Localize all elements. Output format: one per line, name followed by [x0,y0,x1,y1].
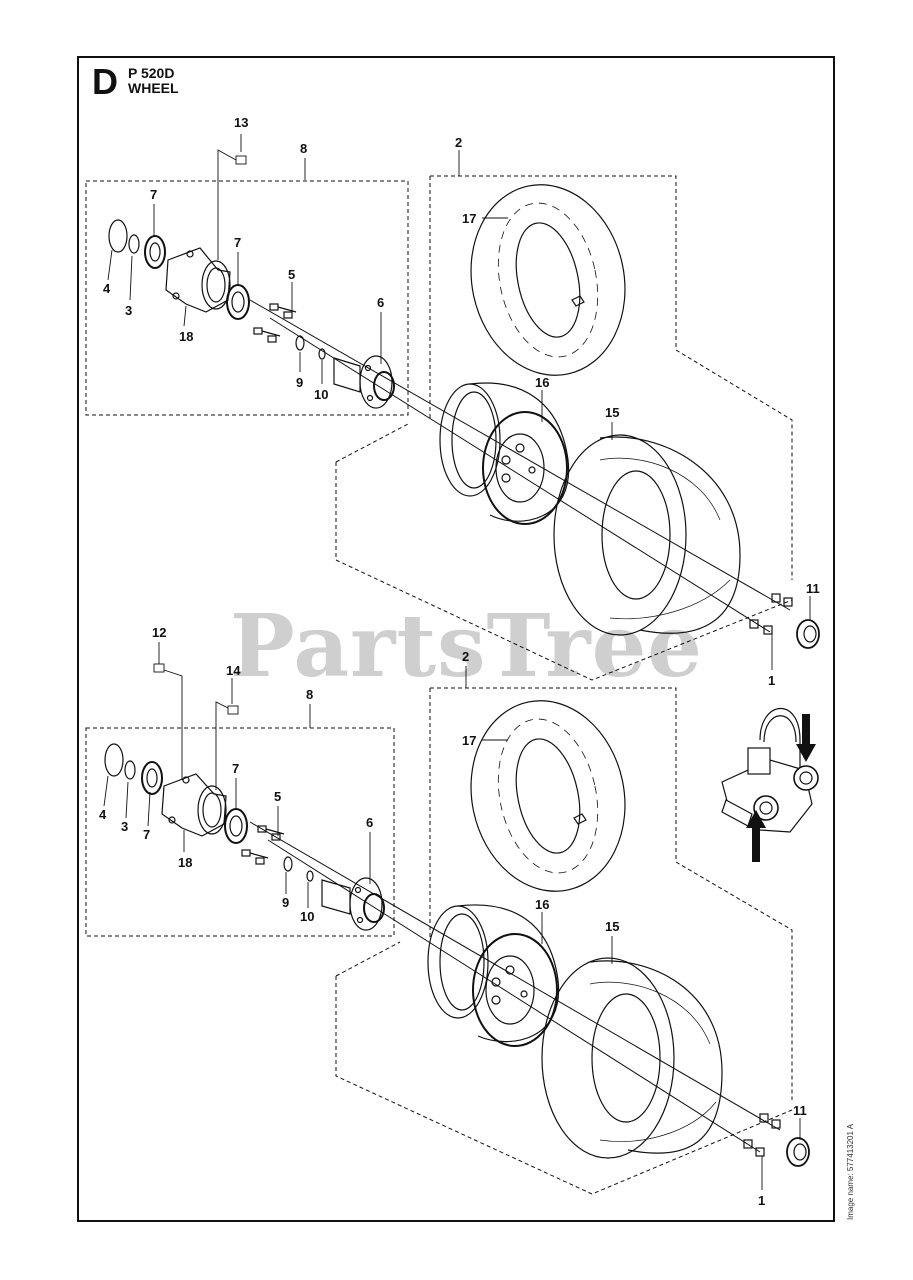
callout-10-bottom[interactable]: 10 [300,909,315,924]
lug-nuts-bottom [743,1113,781,1157]
axle-flange-bottom [321,877,385,931]
section-letter: D [92,61,118,102]
bearing-left-bottom [141,761,163,795]
callout-6-bottom[interactable]: 6 [366,815,374,830]
callout-1[interactable]: 1 [768,673,776,688]
bearing-left [144,235,166,269]
washer-10-bottom [306,870,314,882]
hub-kit-box-bottom [85,727,395,937]
callout-18[interactable]: 18 [179,329,194,344]
section-name: WHEEL [128,80,179,96]
callout-17-bottom[interactable]: 17 [462,733,477,748]
callout-5-bottom[interactable]: 5 [274,789,282,804]
callout-11-bottom[interactable]: 11 [793,1103,807,1118]
callout-4[interactable]: 4 [103,281,111,296]
rim [439,382,570,525]
callout-11[interactable]: 11 [806,581,820,596]
lug-nuts [749,593,793,635]
hub-housing-bottom [161,773,227,837]
callout-9[interactable]: 9 [296,375,304,390]
tire [553,434,741,636]
callout-4-bottom[interactable]: 4 [99,807,107,822]
bottom-assembly [85,642,810,1195]
callout-1-bottom[interactable]: 1 [758,1193,766,1208]
callout-12[interactable]: 12 [152,625,167,640]
washer-10 [318,348,326,360]
hub-housing [165,247,231,313]
spacer-ring-bottom [124,760,136,780]
callout-8[interactable]: 8 [300,141,308,156]
callout-3[interactable]: 3 [125,303,133,318]
callout-14[interactable]: 14 [226,663,241,678]
callout-9-bottom[interactable]: 9 [282,895,290,910]
leader-lines-bottom [103,642,801,1190]
spacer-ring [128,234,140,254]
model-name: P 520D [128,65,175,81]
leader-lines-top [107,134,811,670]
callout-2-bottom[interactable]: 2 [462,649,470,664]
callout-15[interactable]: 15 [605,405,620,420]
bolts-bottom [241,825,285,865]
callout-6[interactable]: 6 [377,295,385,310]
callout-10[interactable]: 10 [314,387,329,402]
callout-16[interactable]: 16 [535,375,550,390]
wheel-assembly-outline-bottom [430,687,793,1100]
inner-tube [470,184,626,376]
callout-2[interactable]: 2 [455,135,463,150]
callout-17[interactable]: 17 [462,211,477,226]
snap-ring [108,219,128,253]
callout-8-bottom[interactable]: 8 [306,687,314,702]
callout-16-bottom[interactable]: 16 [535,897,550,912]
washer-9 [295,335,305,351]
tire-bottom [541,957,723,1159]
axle-flange [333,355,395,409]
locator-mower-illustration [721,707,819,833]
bearing-right [226,284,250,320]
callout-15-bottom[interactable]: 15 [605,919,620,934]
bearing-right-bottom [224,808,248,844]
image-name-label: Image name: 577413201 A [846,1123,855,1220]
locator-arrow-down [796,714,816,762]
top-assembly [85,134,820,681]
callout-18-bottom[interactable]: 18 [178,855,193,870]
callout-13[interactable]: 13 [234,115,249,130]
diagram-frame [77,56,835,1222]
wheel-assembly-outline [430,175,793,580]
section-title: P 520D WHEEL [128,66,179,96]
hub-kit-box [85,180,409,416]
callout-5[interactable]: 5 [288,267,296,282]
bolts [253,303,297,343]
callout-7-bottom[interactable]: 7 [232,761,240,776]
callout-7b[interactable]: 7 [234,235,242,250]
callout-7c-bottom[interactable]: 7 [143,827,151,842]
callout-7[interactable]: 7 [150,187,158,202]
snap-ring-bottom [104,743,124,777]
washer-9-bottom [283,856,293,872]
locator-arrow-up [746,810,766,862]
hub-cap [796,619,820,649]
inner-tube-bottom [470,700,626,892]
rim-bottom [427,904,560,1047]
callout-3-bottom[interactable]: 3 [121,819,129,834]
hub-cap-bottom [786,1137,810,1167]
